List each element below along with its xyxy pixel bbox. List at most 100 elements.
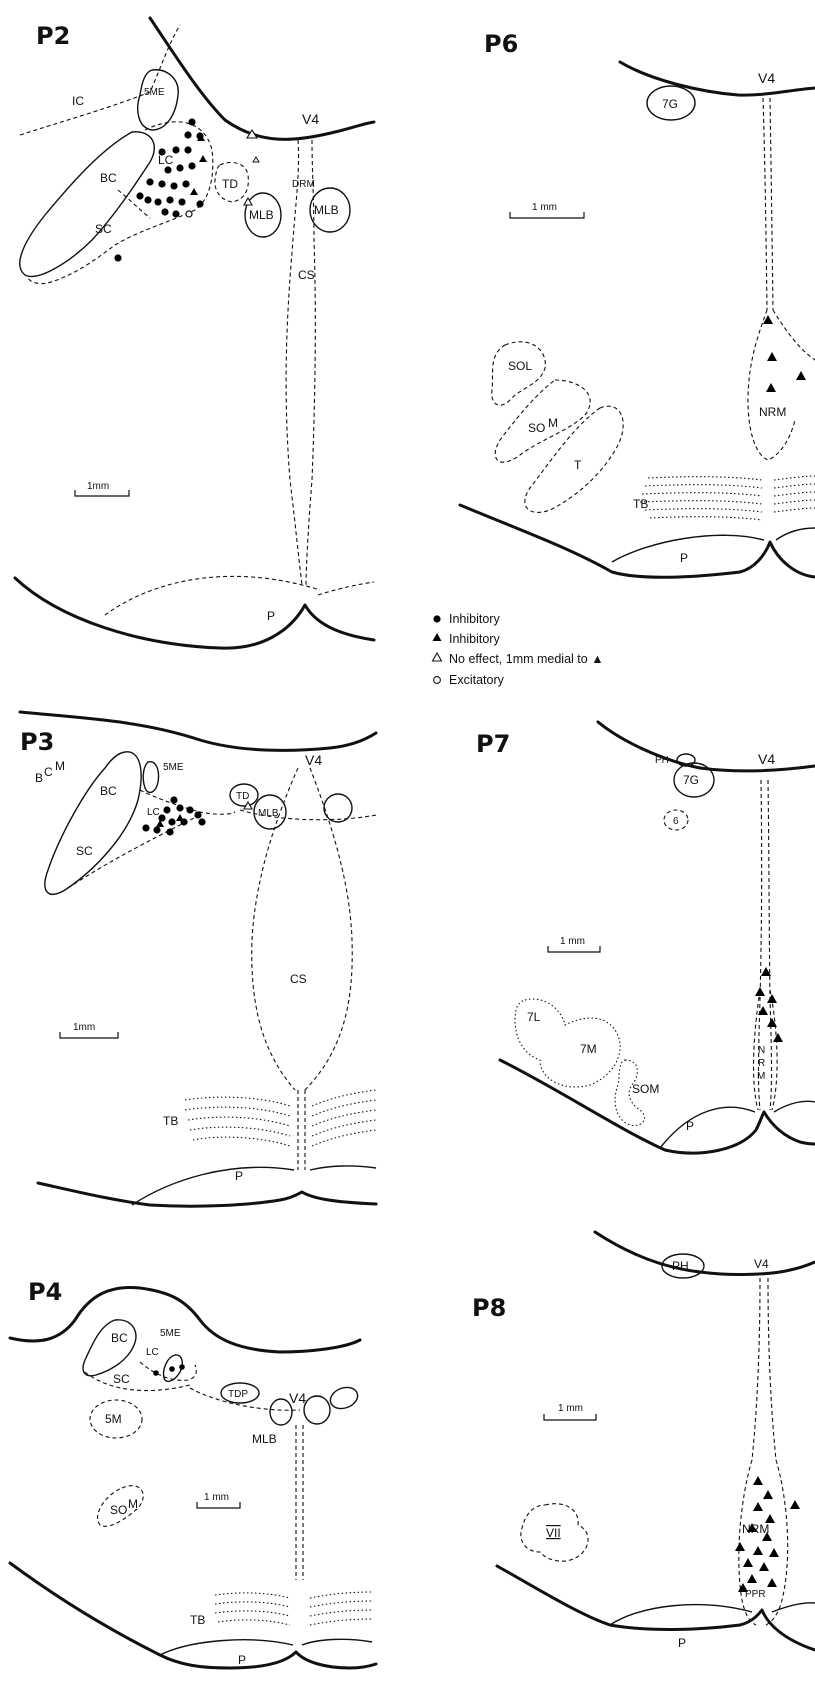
p7-label-nrm-n: N [758, 1045, 765, 1056]
p6-pyramid-boundary-right [776, 528, 815, 540]
p2-marker-inhibitory-circle [196, 200, 203, 207]
p3-tb-fiber [188, 1117, 290, 1126]
panel-p8-title: P8 [472, 1294, 506, 1322]
p4-markers [153, 1364, 185, 1376]
p2-marker-inhibitory-circle [172, 146, 179, 153]
p2-label-v4: V4 [302, 111, 319, 127]
p7-label-6: 6 [673, 816, 679, 827]
p7-label-v4: V4 [758, 751, 775, 767]
p7-ventricle-floor [598, 722, 815, 771]
p4-tb-fiber [310, 1619, 372, 1625]
p2-marker-inhibitory-triangle [190, 188, 198, 195]
p6-tb-fiber [648, 477, 762, 480]
p2-label-sc: SC [95, 222, 112, 236]
p2-marker-inhibitory-circle [176, 164, 183, 171]
p6-tb-fiber [650, 517, 762, 520]
p2-pyramid-boundary-right [318, 582, 374, 595]
p3-tb-fiber [312, 1090, 376, 1106]
p2-marker-inhibitory-circle [146, 178, 153, 185]
p4-marker-inhibitory-circle [153, 1370, 159, 1376]
p4-label-bc: BC [111, 1331, 128, 1345]
p4-ventricle-floor [10, 1287, 360, 1352]
p3-label-cs: CS [290, 972, 307, 986]
panel-p3-title: P3 [20, 728, 54, 756]
p8-marker-inhibitory-triangle [735, 1542, 745, 1551]
p8-ventricle-floor [595, 1232, 815, 1274]
p4-label-5m: 5M [105, 1412, 122, 1426]
p2-raphe-left [286, 140, 302, 585]
p4-label-lc: LC [146, 1347, 159, 1358]
p3-ventral-surface [38, 1183, 376, 1206]
p8-marker-inhibitory-triangle [790, 1500, 800, 1509]
p3-marker-inhibitory-circle [186, 806, 193, 813]
p2-marker-inhibitory-circle [114, 254, 121, 261]
p8-marker-inhibitory-triangle [767, 1578, 777, 1587]
p7-markers [755, 967, 783, 1042]
p3-marker-inhibitory-circle [142, 824, 149, 831]
p3-marker-inhibitory-circle [158, 814, 165, 821]
p8-label-p: P [678, 1636, 686, 1650]
p6-marker-inhibitory-triangle [763, 315, 773, 324]
p3-label-v4: V4 [305, 752, 322, 768]
p6-tb-fiber [774, 508, 815, 512]
p6-label-som-so: SO [528, 421, 545, 435]
p6-label-v4: V4 [758, 70, 775, 86]
p7-label-nrm-r: R [758, 1058, 765, 1069]
p8-label-vii: VII [546, 1526, 561, 1540]
p3-marker-inhibitory-circle [153, 826, 160, 833]
p3-marker-inhibitory-triangle [176, 814, 184, 821]
legend-symbol-filled-triangle [433, 633, 442, 641]
p6-raphe-right [770, 98, 773, 310]
p7-ventral-surface [500, 1060, 815, 1153]
p8-marker-inhibitory-triangle [753, 1502, 763, 1511]
legend-item-1-text: Inhibitory [449, 612, 500, 626]
p6-label-som-m: M [548, 416, 558, 430]
p7-marker-inhibitory-triangle [755, 987, 765, 996]
p2-marker-inhibitory-circle [188, 118, 195, 125]
p3-marker-inhibitory-circle [194, 811, 201, 818]
p2-marker-excitatory-circle [186, 211, 192, 217]
p2-label-mlb-right: MLB [314, 203, 339, 217]
p6-markers [763, 315, 806, 392]
p4-mlb-outline [270, 1399, 292, 1425]
p4-tb-fiber [215, 1611, 290, 1616]
p3-tb-fiber [312, 1130, 376, 1146]
p6-tb-fiber [642, 493, 762, 496]
p8-marker-inhibitory-triangle [769, 1548, 779, 1557]
p7-marker-inhibitory-triangle [767, 1018, 777, 1027]
p3-label-5me: 5ME [163, 762, 184, 773]
p2-pyramid-boundary [105, 576, 320, 615]
p7-raphe-right [768, 780, 772, 1110]
p3-5me-outline [143, 762, 158, 793]
p8-nrm-boundary-right [766, 1460, 788, 1625]
p6-tb-fiber [774, 476, 815, 480]
legend-item-4-text: Excitatory [449, 673, 505, 687]
p4-mlb-middle-outline [304, 1396, 330, 1424]
p2-marker-inhibitory-circle [184, 146, 191, 153]
p7-label-ph: PH [655, 755, 669, 766]
p4-bc-outline [83, 1320, 136, 1376]
p7-marker-inhibitory-triangle [767, 994, 777, 1003]
p6-label-p: P [680, 551, 688, 565]
p7-label-som: SOM [632, 1082, 659, 1096]
panel-p6-title: P6 [484, 30, 518, 58]
p6-label-sol: SOL [508, 359, 532, 373]
p3-ventricle-floor [20, 712, 376, 750]
legend-symbol-filled-circle [433, 615, 440, 622]
p3-pyramid-boundary [132, 1167, 294, 1205]
p3-pyramid-boundary-right [310, 1166, 376, 1170]
p3-tb-fiber [193, 1137, 290, 1146]
p8-marker-inhibitory-triangle [753, 1546, 763, 1555]
panel-p7: P7 V4 PH 7G 6 1 mm N R M 7L 7M SOM P [476, 722, 815, 1153]
p4-marker-inhibitory-circle [169, 1366, 175, 1372]
p2-marker-inhibitory-circle [188, 162, 195, 169]
p2-marker-inhibitory-circle [170, 182, 177, 189]
p2-marker-inhibitory-circle [184, 131, 191, 138]
panel-p7-title: P7 [476, 730, 510, 758]
p8-label-ph: PH [672, 1259, 689, 1273]
p4-label-p: P [238, 1653, 246, 1667]
p6-ventral-surface [460, 505, 815, 577]
p7-label-nrm-m: M [757, 1071, 765, 1082]
p4-tb-fiber [310, 1601, 372, 1607]
